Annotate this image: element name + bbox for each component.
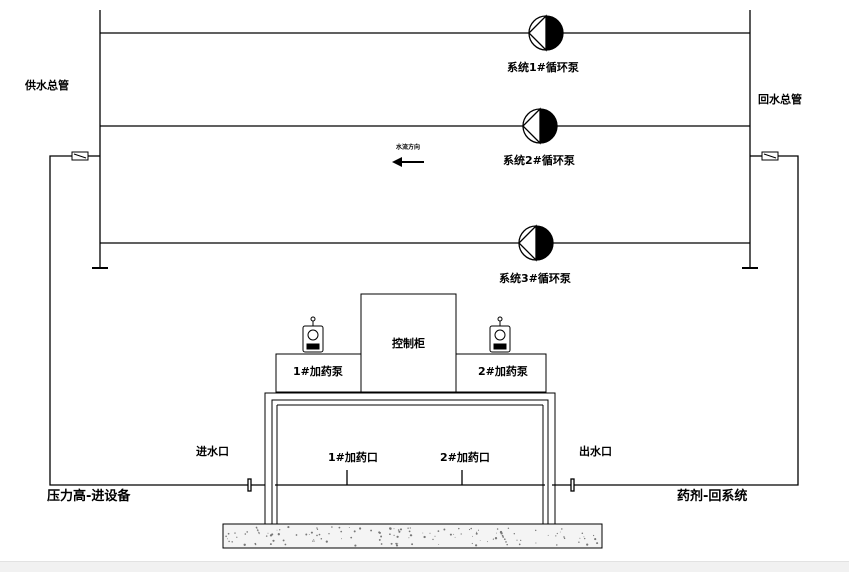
control-cabinet [360, 293, 457, 393]
outlet-side-label: 药剂-回系统 [677, 489, 748, 504]
concrete-foundation [222, 523, 603, 549]
pump-1-label: 系统1#循环泵 [507, 61, 579, 74]
pump-3-label: 系统3#循环泵 [499, 272, 571, 285]
dosing-pump-1-icon [302, 316, 324, 353]
dosing-pump-2-label: 2#加药泵 [478, 365, 528, 378]
viewer-footer-bar [0, 561, 849, 572]
right-bypass-pipe [552, 155, 799, 486]
flow-direction-label: 水流方向 [396, 144, 421, 151]
right-valve-icon [761, 151, 779, 161]
water-inlet-label: 进水口 [196, 445, 229, 458]
water-outlet-label: 出水口 [579, 445, 612, 458]
left-valve-icon [71, 151, 89, 161]
dosing-platform-right [455, 353, 547, 393]
dosing-port-1-label: 1#加药口 [328, 451, 378, 464]
inlet-flange [247, 478, 252, 492]
pump-1-icon [528, 14, 564, 52]
dosing-pump-1-label: 1#加药泵 [293, 365, 343, 378]
inlet-side-label: 压力高-进设备 [47, 489, 131, 504]
return-header-label: 回水总管 [758, 93, 802, 106]
pump-2-icon [522, 107, 558, 145]
dosing-pump-2-icon [489, 316, 511, 353]
outlet-flange [570, 478, 575, 492]
flow-arrow-icon [392, 157, 424, 167]
pump-2-label: 系统2#循环泵 [503, 154, 575, 167]
control-cabinet-label: 控制柜 [392, 337, 425, 350]
left-bypass-pipe [49, 155, 265, 486]
supply-header-label: 供水总管 [25, 79, 69, 92]
dosing-platform-left [275, 353, 362, 393]
pump-3-icon [518, 224, 554, 262]
dosing-port-2-label: 2#加药口 [440, 451, 490, 464]
